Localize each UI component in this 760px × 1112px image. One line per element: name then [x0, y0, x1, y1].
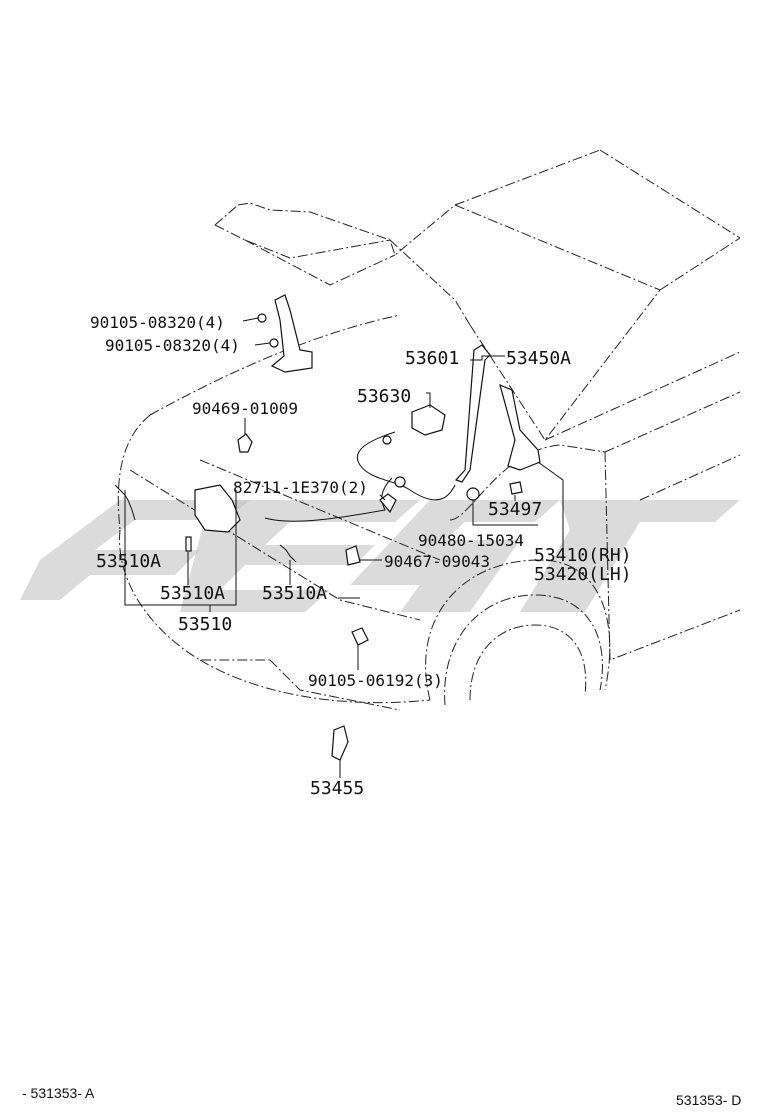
clamp-part — [466, 487, 480, 501]
label-bolt-lock: 90105-06192(3) — [308, 671, 443, 690]
bolt-lock-part — [351, 627, 369, 646]
watermark-logo — [20, 500, 740, 612]
label-hood-support: 53450A — [506, 348, 571, 369]
spring-left-part — [114, 484, 136, 521]
cushion-part — [509, 481, 523, 495]
label-lock-sub-a3: 53510A — [262, 583, 327, 604]
spring-right-part — [279, 544, 297, 563]
label-clamp: 90480-15034 — [418, 531, 524, 550]
label-cushion: 53497 — [488, 499, 542, 520]
release-lever-part — [411, 404, 446, 436]
label-hinge-rh: 53410(RH) — [534, 545, 632, 566]
release-cable-part — [264, 431, 456, 522]
label-lock-sub-a2: 53510A — [160, 583, 225, 604]
label-lock-release-lever: 53601 — [405, 348, 459, 369]
hood-hinge-lh-part — [257, 294, 313, 373]
spring-mid-part — [185, 536, 192, 552]
label-lock-catch: 53455 — [310, 778, 364, 799]
clip-part — [237, 433, 253, 453]
hood-hinge-rh-part — [499, 383, 541, 471]
hood-lock-part — [194, 484, 241, 533]
label-clip-b: 90467-09043 — [384, 552, 490, 571]
label-hood-lock: 53510 — [178, 614, 232, 635]
label-hinge-lh: 53420(LH) — [534, 564, 632, 585]
label-clip-a: 90469-01009 — [192, 399, 298, 418]
label-bumper-clip: 82711-1E370(2) — [233, 478, 368, 497]
lock-catch-part — [331, 725, 349, 761]
leader-lines — [124, 317, 564, 778]
footer-left-ref: - 531353- A — [22, 1085, 95, 1101]
footer-right-ref: 531353- D — [676, 1092, 741, 1108]
label-release-cable: 53630 — [357, 386, 411, 407]
label-bolt-hinge-a: 90105-08320(4) — [90, 313, 225, 332]
hood-support-rod-part — [454, 344, 491, 483]
label-bolt-hinge-b: 90105-08320(4) — [105, 336, 240, 355]
clip-b-part — [345, 545, 361, 566]
label-lock-sub-a1: 53510A — [96, 551, 161, 572]
vehicle-body — [117, 149, 741, 711]
